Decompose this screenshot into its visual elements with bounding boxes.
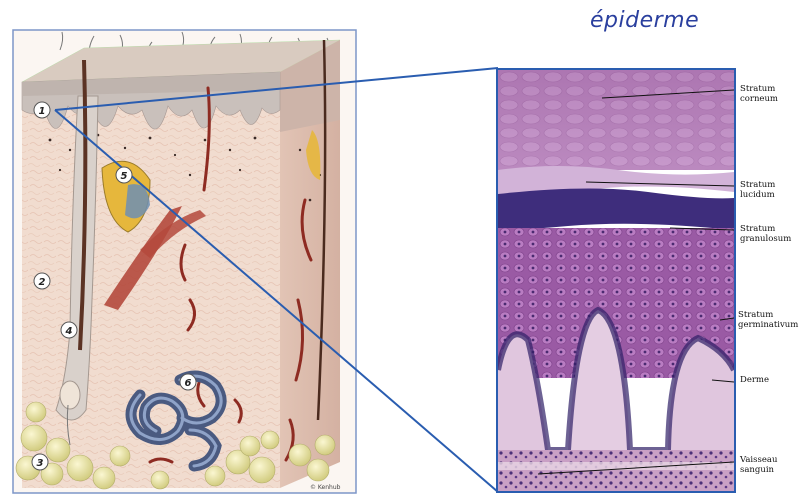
svg-text:1: 1 [39,106,46,117]
marker-4: 4 [61,322,77,338]
marker-2: 2 [34,273,50,289]
layer-dermis [498,450,734,491]
layer-granulosum [498,188,734,230]
svg-text:3: 3 [37,458,44,469]
svg-text:6: 6 [185,378,192,389]
marker-3: 3 [32,454,48,470]
marker-6: 6 [180,374,196,390]
label-stratum-germinativum: Stratumgerminativum [738,310,798,330]
label-stratum-granulosum: Stratumgranulosum [740,224,791,244]
svg-text:2: 2 [39,277,46,288]
label-stratum-corneum: Stratumcorneum [740,84,778,104]
epidermis-micrograph [496,68,736,493]
label-vaisseau-sanguin: Vaisseausanguin [740,455,777,475]
label-derme: Derme [740,375,769,385]
marker-5: 5 [116,167,132,183]
marker-1: 1 [34,102,50,118]
label-stratum-lucidum: Stratumlucidum [740,180,775,200]
svg-text:4: 4 [65,326,73,337]
copyright-text: © Kenhub [310,484,340,491]
svg-text:5: 5 [121,171,128,182]
